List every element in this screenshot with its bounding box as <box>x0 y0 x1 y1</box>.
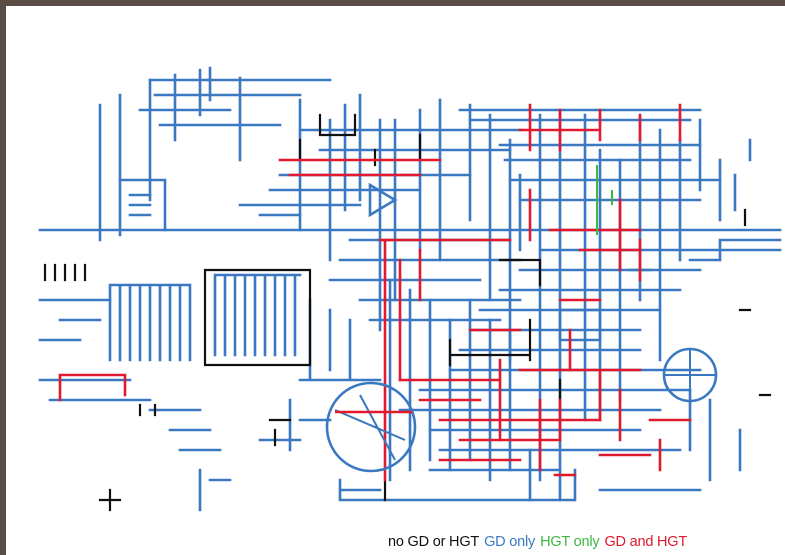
legend: no GD or HGT GD only HGT only GD and HGT <box>388 534 692 550</box>
legend-item-gd-and-hgt: GD and HGT <box>604 534 687 550</box>
legend-item-gd-only: GD only <box>484 534 535 550</box>
large-cycle-node <box>327 383 415 471</box>
large-cycle-spokes <box>335 395 405 460</box>
legend-item-hgt-only: HGT only <box>540 534 599 550</box>
legend-item-no-gd-or-hgt: no GD or HGT <box>388 534 479 550</box>
gd-only-pathways <box>40 68 780 510</box>
